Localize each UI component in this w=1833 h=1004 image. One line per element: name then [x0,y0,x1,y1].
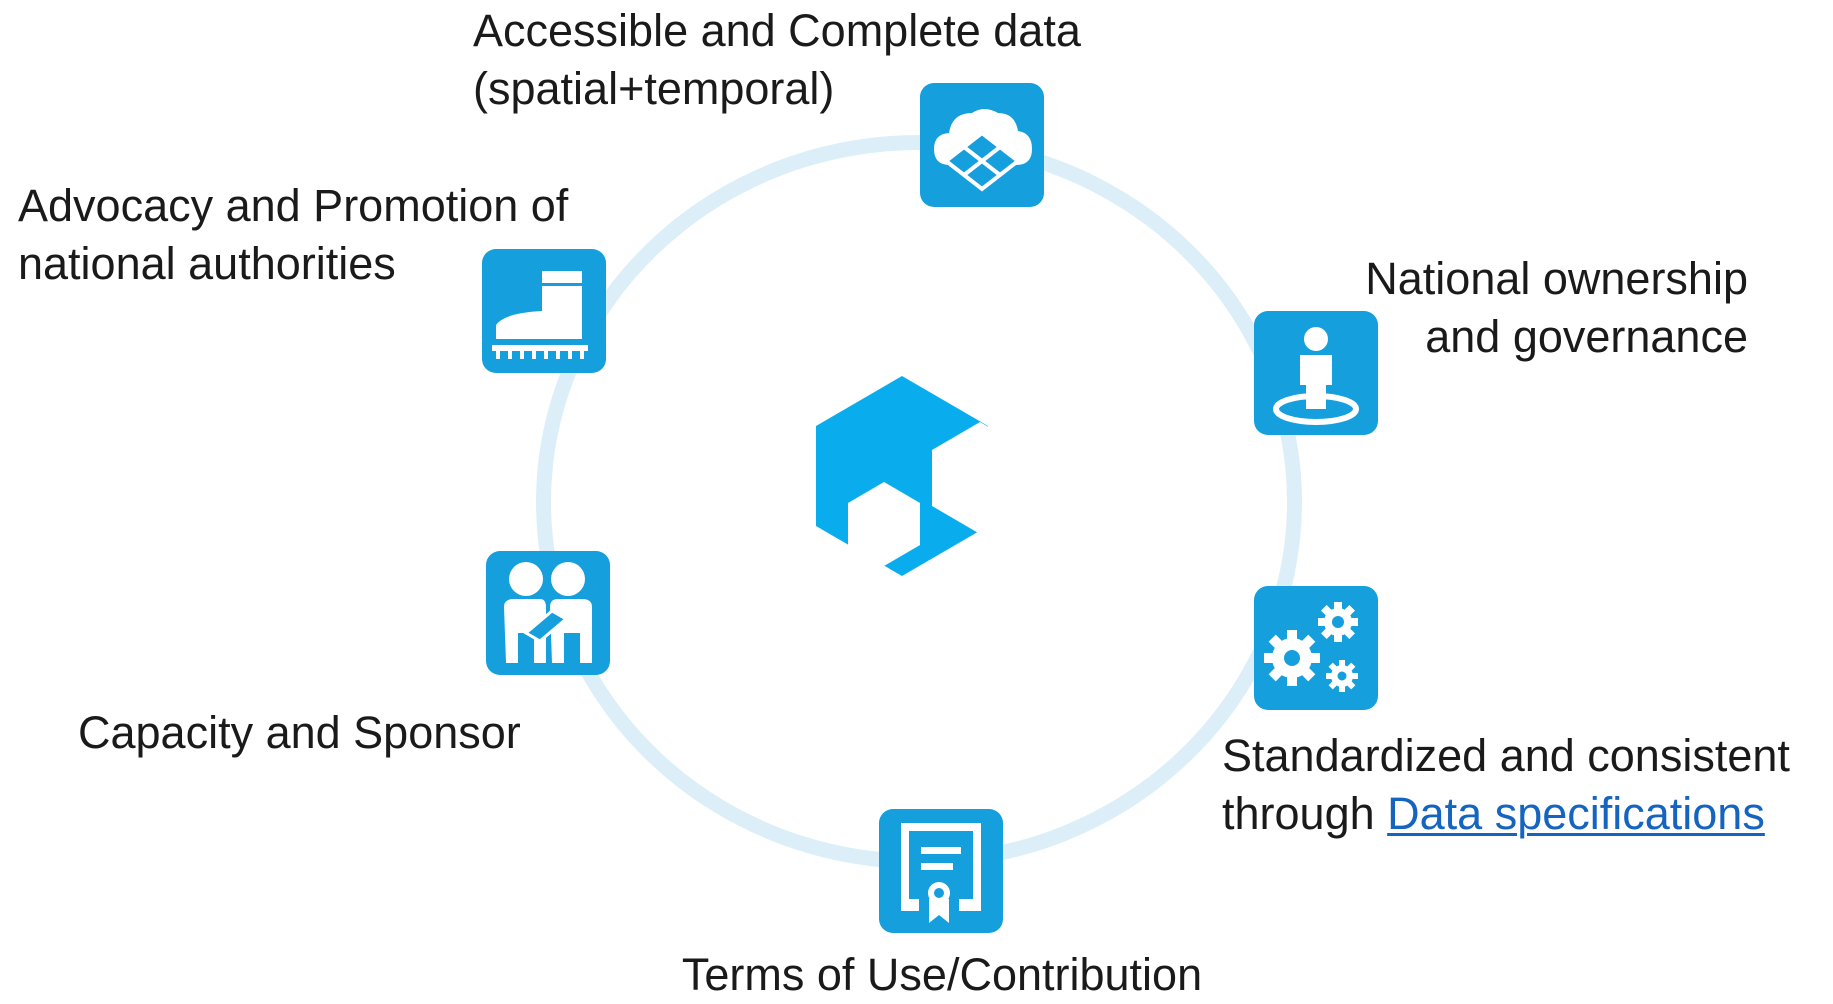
node-label-national-ownership: National ownership and governance [1260,250,1748,366]
label-line: Terms of Use/Contribution [681,949,1203,1000]
label-line: National ownership [1365,253,1748,304]
label-line: Accessible and Complete data [473,5,1081,56]
node-label-capacity: Capacity and Sponsor [78,704,521,762]
hexagon-cluster-icon [802,372,1038,596]
two-people-icon [486,551,610,675]
node-label-terms: Terms of Use/Contribution [660,946,1224,1004]
label-line: and governance [1425,311,1748,362]
cloud-grid-icon [920,83,1044,207]
label-line-with-link: through Data specifications [1222,785,1790,843]
gears-icon [1254,586,1378,710]
certificate-icon [879,809,1003,933]
data-specifications-link[interactable]: Data specifications [1387,788,1765,839]
node-label-advocacy: Advocacy and Promotion of national autho… [18,177,568,293]
node-label-standardized: Standardized and consistent through Data… [1222,727,1790,843]
node-label-accessible-data: Accessible and Complete data (spatial+te… [473,2,1081,118]
label-line: through [1222,788,1375,839]
government-building-icon [482,249,606,373]
label-line: (spatial+temporal) [473,63,835,114]
label-line: national authorities [18,238,396,289]
label-line: Standardized and consistent [1222,730,1790,781]
person-on-target-icon [1254,311,1378,435]
label-line: Capacity and Sponsor [78,707,521,758]
label-line: Advocacy and Promotion of [18,180,569,231]
